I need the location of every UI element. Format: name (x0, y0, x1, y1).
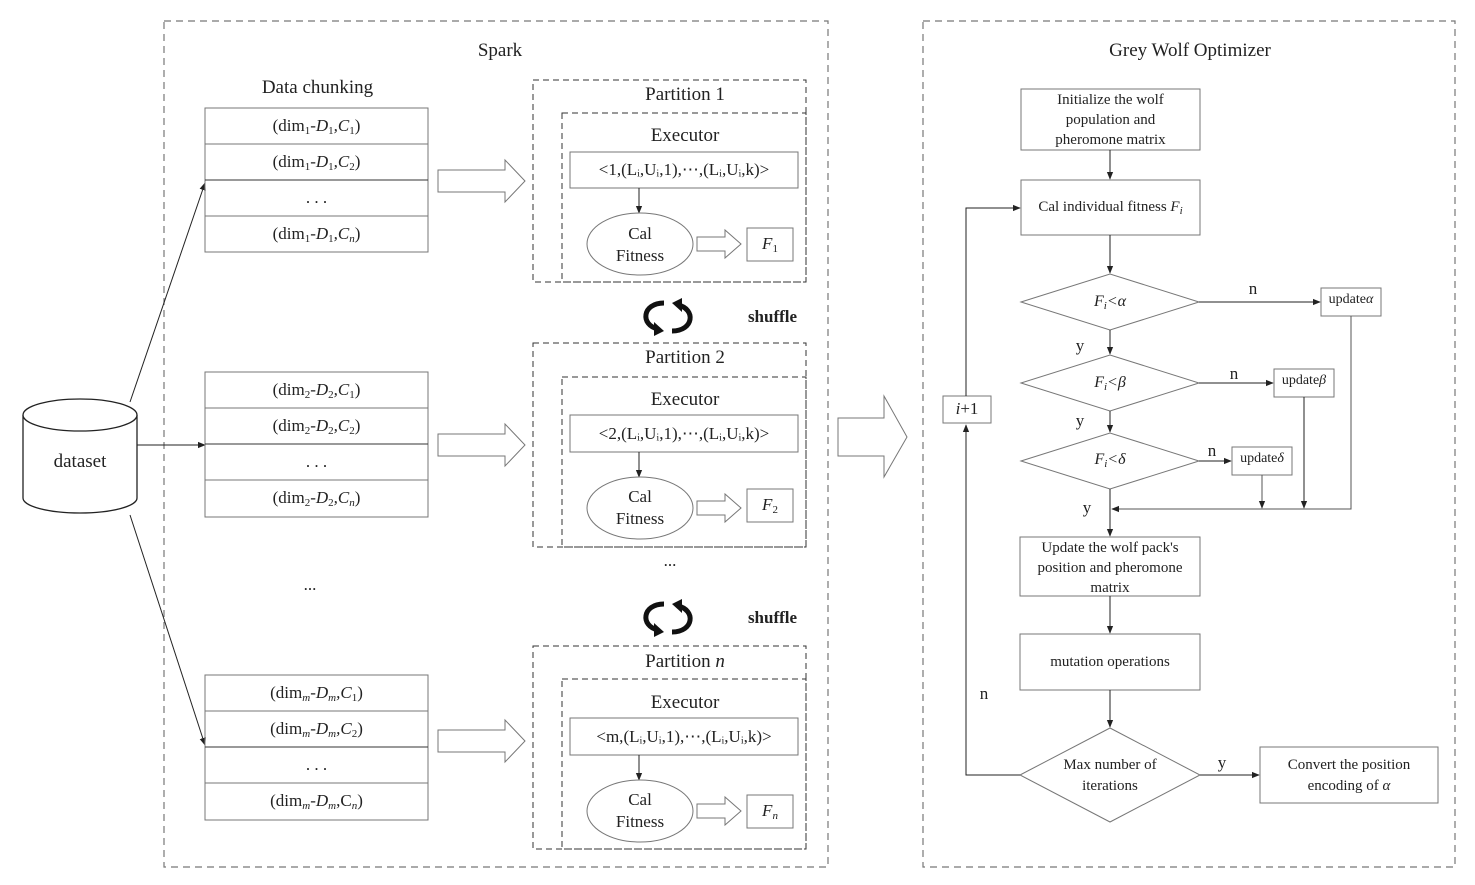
mutation-box (1019, 633, 1201, 691)
chunk-row: (dim1-D1,C1) (272, 116, 361, 137)
chunk-row: (dimm-Dm,Cn) (270, 791, 363, 812)
between-groups-ellipsis: ... (303, 575, 317, 594)
decision-beta-label: Fi<β (1094, 374, 1126, 393)
decision-delta-label: Fi<δ (1094, 451, 1126, 470)
block-arrow-2 (437, 422, 526, 468)
block-arrow-3 (437, 718, 526, 764)
shuffle-icon-1 (643, 298, 693, 336)
shuffle-icon-2 (643, 599, 693, 637)
chunk-group-1: (dim1-D1,C1) (dim1-D1,C2) . . . (dim1-D1… (205, 108, 428, 252)
fitness-result-box-1 (746, 227, 794, 262)
fitness-result-box-2 (746, 488, 794, 523)
gwo-title: Grey Wolf Optimizer (1109, 40, 1271, 61)
fitness-arrow-1 (696, 228, 742, 260)
update-alpha-return-line (1111, 316, 1352, 513)
data-chunking-title: Data chunking (261, 77, 374, 98)
partition-1-result: F1 (762, 234, 778, 255)
update-beta-box (1273, 368, 1335, 398)
cal-fitness-ellipse-2 (586, 476, 694, 540)
block-arrow-1 (437, 158, 526, 204)
chunk-row: (dimm-Dm,C2) (270, 719, 363, 740)
chunk-group-2: (dim2-D2,C1) (dim2-D2,C2) . . . (dim2-D2… (205, 372, 428, 517)
partition-n-executor: Executor (650, 692, 720, 713)
chunk-row-ellipsis: . . . (305, 452, 328, 471)
update-beta-label: updateβ (1281, 373, 1327, 388)
shuffle-label-2: shuffle (747, 608, 798, 627)
partition-2-tuple: <2,(Lᵢ,Uᵢ,1),⋯,(Lᵢ,Uᵢ,k)> (598, 424, 770, 443)
chunk-row: (dim2-D2,C2) (272, 416, 361, 437)
shuffle-label-1: shuffle (747, 307, 798, 326)
chunk-group-2-box (204, 371, 429, 518)
dataset-arrow-3 (129, 514, 206, 746)
partition-2-frame (532, 342, 807, 548)
chunk-row: (dim2-D2,C1) (272, 380, 361, 401)
update-delta-box (1231, 446, 1293, 476)
gwo-frame (922, 20, 1456, 868)
spark-title: Spark (477, 40, 523, 61)
cal-fitness-ellipse-1 (586, 212, 694, 276)
partition-1-executor: Executor (650, 125, 720, 146)
loop-to-cal-arrow (965, 204, 1021, 396)
chunk-row-ellipsis: . . . (305, 755, 328, 774)
partition-2-result: F2 (762, 495, 778, 516)
delta-yes-label: y (1082, 498, 1092, 517)
loop-counter-label: i+1 (955, 399, 979, 418)
dataset-label: dataset (53, 451, 107, 472)
partition-2-title: Partition 2 (645, 347, 725, 368)
decision-alpha-label: Fi<α (1093, 293, 1127, 312)
tuple-box-2 (569, 414, 799, 453)
alpha-no-label: n (1248, 279, 1258, 298)
cal-individual-fitness-label: Cal individual fitness Fi (1038, 199, 1183, 217)
partition-n-tuple: <m,(Lᵢ,Uᵢ,1),⋯,(Lᵢ,Uᵢ,k)> (596, 727, 772, 746)
chunk-row: (dim1-D1,C2) (272, 152, 361, 173)
loop-back-line (962, 424, 1020, 776)
chunk-group-1-box (204, 107, 429, 253)
chunk-row-ellipsis: . . . (305, 188, 328, 207)
convert-box (1259, 746, 1439, 804)
tuple-box-n (569, 717, 799, 756)
beta-no-label: n (1229, 364, 1239, 383)
partition-1-frame (532, 79, 807, 283)
chunk-group-3-box (204, 674, 429, 821)
chunk-row: (dim1-D1,Cn) (272, 224, 361, 245)
partition-n-result: Fn (762, 801, 778, 822)
chunk-group-m: (dimm-Dm,C1) (dimm-Dm,C2) . . . (dimm-Dm… (205, 675, 428, 820)
spark-to-gwo-arrow (837, 394, 908, 479)
partition-2-executor: Executor (650, 389, 720, 410)
dataset-arrow-1 (129, 182, 206, 403)
partition-ellipsis: ... (663, 551, 677, 570)
chunk-row: (dim2-D2,Cn) (272, 488, 361, 509)
init-box (1020, 88, 1201, 151)
fitness-result-box-n (746, 794, 794, 829)
partition-1-tuple: <1,(Lᵢ,Uᵢ,1),⋯,(Lᵢ,Uᵢ,k)> (598, 160, 770, 179)
max-no-label: n (979, 684, 989, 703)
loop-counter-box (942, 395, 992, 424)
cal-fitness-ellipse-n (586, 779, 694, 843)
update-delta-label: updateδ (1240, 451, 1284, 466)
partition-n-title: Partition n (645, 651, 725, 672)
tuple-box-1 (569, 151, 799, 189)
max-yes-label: y (1217, 753, 1227, 772)
delta-no-label: n (1207, 441, 1217, 460)
partition-1-title: Partition 1 (645, 84, 725, 105)
fitness-arrow-n (696, 795, 742, 827)
alpha-yes-label: y (1075, 336, 1085, 355)
fitness-arrow-2 (696, 492, 742, 524)
dataset-cylinder-icon (22, 398, 138, 514)
update-alpha-label: updateα (1328, 292, 1374, 307)
partition-n-frame (532, 645, 807, 850)
beta-yes-label: y (1075, 411, 1085, 430)
mutation-label: mutation operations (1050, 654, 1170, 670)
chunk-row: (dimm-Dm,C1) (270, 683, 363, 704)
spark-frame (163, 20, 829, 868)
